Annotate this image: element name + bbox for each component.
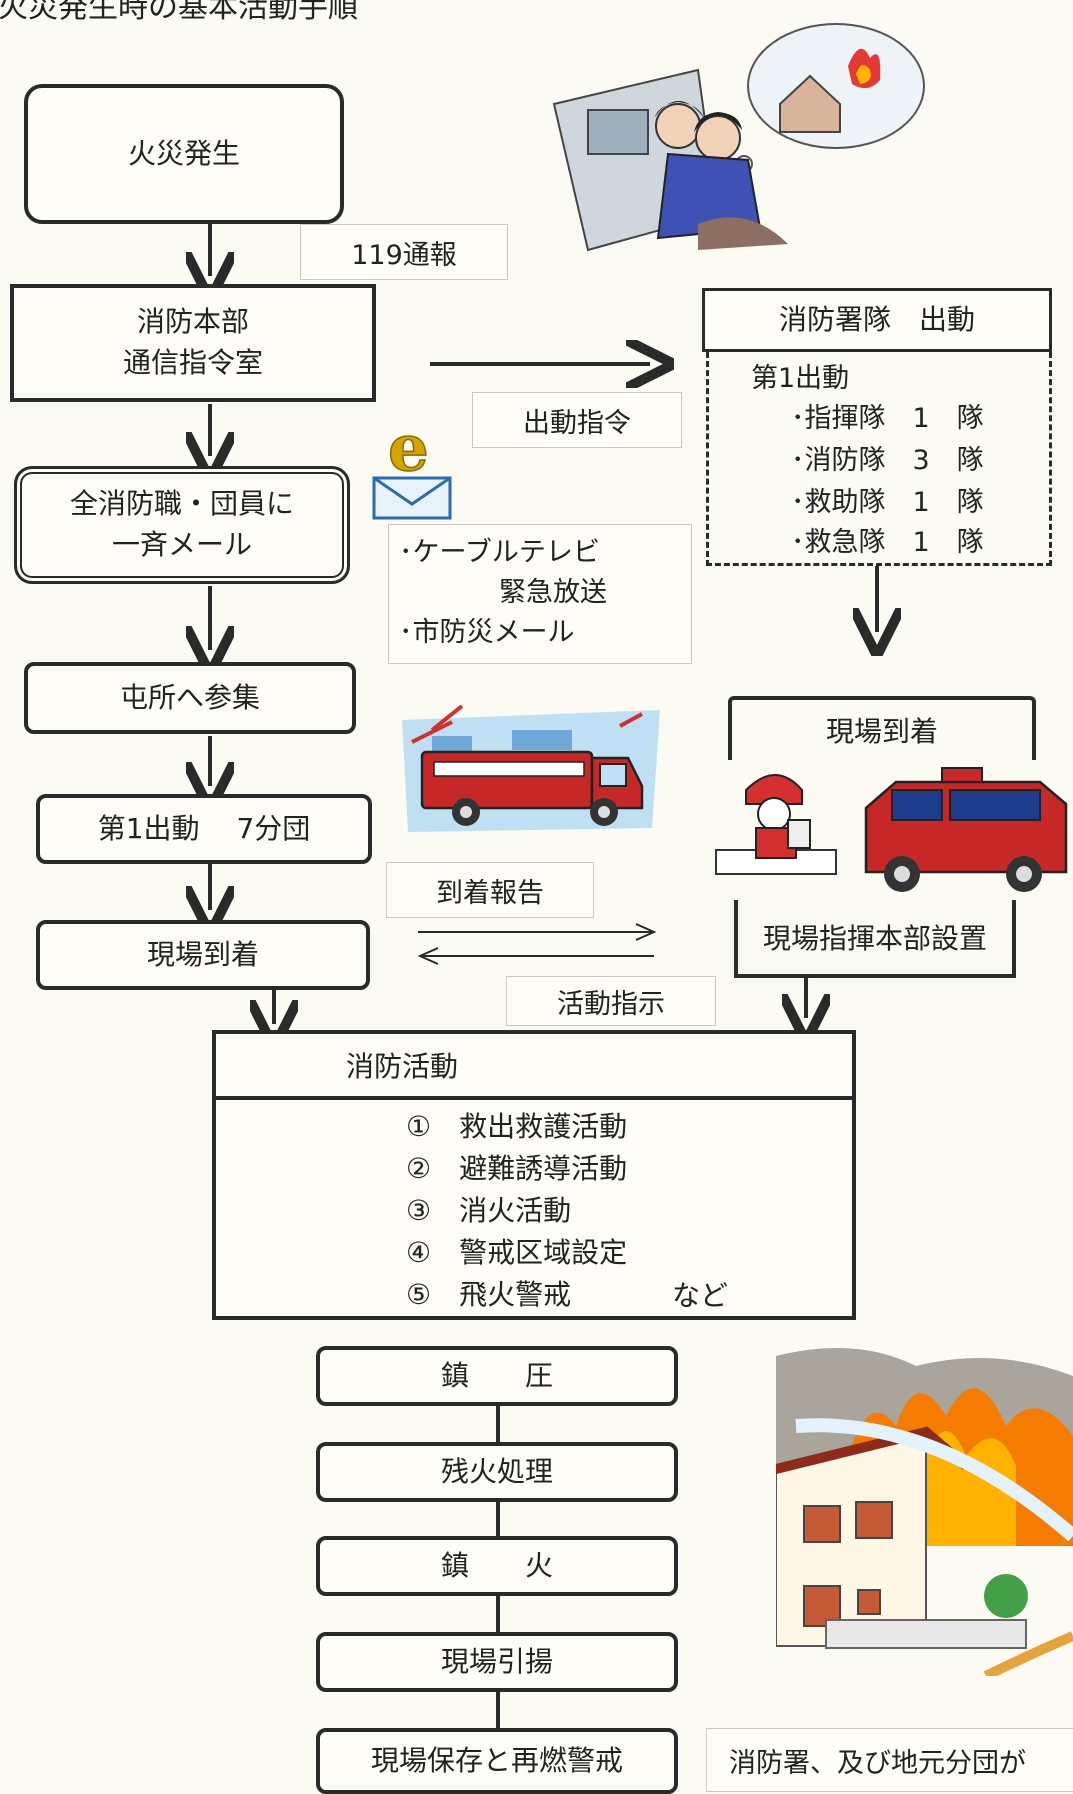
left-arrival-label: 現場到着 bbox=[146, 937, 259, 971]
fire-outbreak-box: 火災発生 bbox=[24, 84, 344, 224]
left-arrival-box: 現場到着 bbox=[36, 920, 370, 990]
unit-engine: ･消防隊 3 隊 bbox=[791, 445, 984, 476]
fire-activities-header: 消防活動 bbox=[216, 1034, 852, 1100]
call-119-label: 119通報 bbox=[351, 239, 457, 271]
activity-item-4: ④ 警戒区域設定 bbox=[406, 1236, 628, 1269]
first-dispatch-branch-box: 第1出動 7分団 bbox=[36, 794, 372, 864]
residual-fire-box: 残火処理 bbox=[316, 1442, 678, 1502]
unit-ambulance: ･救急隊 1 隊 bbox=[791, 527, 984, 558]
mass-mail-box: 全消防職・団員に 一斉メール bbox=[14, 466, 350, 584]
extinguished-box: 鎮 火 bbox=[316, 1536, 678, 1596]
activity-item-1: ① 救出救護活動 bbox=[406, 1110, 628, 1143]
hq-label-line2: 通信指令室 bbox=[122, 346, 263, 379]
activity-instruction-tag: 活動指示 bbox=[506, 976, 716, 1026]
mass-mail-line2: 一斉メール bbox=[111, 528, 252, 561]
extinguished-label: 鎮 火 bbox=[440, 1548, 553, 1582]
activity-item-5: ⑤ 飛火警戒 bbox=[406, 1278, 572, 1311]
activity-etc: など bbox=[672, 1279, 729, 1312]
muster-label: 屯所へ参集 bbox=[119, 680, 260, 714]
suppression-box: 鎮 圧 bbox=[316, 1346, 678, 1406]
dispatch-order-label: 出動指令 bbox=[523, 407, 631, 439]
command-post-label: 現場指揮本部設置 bbox=[762, 922, 987, 955]
page-title: 火災発生時の基本活動手順 bbox=[0, 0, 358, 25]
command-vehicle-illustration bbox=[706, 760, 1073, 900]
command-post-box: 現場指揮本部設置 bbox=[734, 900, 1016, 978]
arrival-report-tag: 到着報告 bbox=[386, 862, 594, 918]
hq-label-line1: 消防本部 bbox=[136, 305, 249, 339]
broadcast-line3: ･市防災メール bbox=[399, 617, 575, 648]
call-119-tag: 119通報 bbox=[300, 224, 508, 280]
fire-activities-box: 消防活動 ① 救出救護活動 ② 避難誘導活動 ③ 消火活動 ④ 警戒区域設定 ⑤… bbox=[212, 1030, 856, 1320]
bottom-note: 消防署、及び地元分団が bbox=[706, 1728, 1073, 1792]
suppression-label: 鎮 圧 bbox=[440, 1358, 553, 1392]
right-arrival-bracket: 現場到着 bbox=[728, 696, 1036, 760]
email-icon: e bbox=[370, 410, 454, 522]
withdrawal-label: 現場引揚 bbox=[440, 1644, 553, 1678]
house-fire-illustration bbox=[770, 1346, 1073, 1681]
first-dispatch-label: 第1出動 bbox=[751, 363, 850, 394]
muster-box: 屯所へ参集 bbox=[24, 662, 356, 734]
fire-outbreak-label: 火災発生 bbox=[127, 136, 240, 170]
scene-preservation-box: 現場保存と再燃警戒 bbox=[316, 1728, 678, 1794]
scene-preservation-label: 現場保存と再燃警戒 bbox=[370, 1743, 623, 1777]
activity-list: ① 救出救護活動 ② 避難誘導活動 ③ 消火活動 ④ 警戒区域設定 ⑤ 飛火警戒 bbox=[406, 1106, 627, 1316]
broadcast-line2: 緊急放送 bbox=[499, 577, 607, 608]
hq-dispatch-room-box: 消防本部 通信指令室 bbox=[10, 284, 376, 402]
dispatcher-illustration bbox=[548, 14, 928, 254]
fire-truck-illustration bbox=[392, 700, 670, 840]
bottom-note-label: 消防署、及び地元分団が bbox=[729, 1747, 1026, 1779]
broadcast-tag: ･ケーブルテレビ 緊急放送 ･市防災メール bbox=[388, 524, 692, 664]
first-dispatch-branch-label: 第1出動 7分団 bbox=[97, 811, 311, 845]
svg-text:e: e bbox=[388, 414, 429, 486]
arrival-report-label: 到着報告 bbox=[436, 877, 544, 909]
station-dispatch-label: 消防署隊 出動 bbox=[778, 302, 975, 336]
unit-command: ･指揮隊 1 隊 bbox=[791, 403, 984, 434]
mass-mail-line1: 全消防職・団員に bbox=[69, 487, 294, 521]
residual-fire-label: 残火処理 bbox=[440, 1454, 553, 1488]
activity-item-3: ③ 消火活動 bbox=[406, 1194, 572, 1227]
station-dispatch-box: 消防署隊 出動 bbox=[702, 288, 1052, 352]
right-arrival-label: 現場到着 bbox=[825, 715, 938, 748]
dispatch-order-tag: 出動指令 bbox=[472, 392, 682, 448]
broadcast-line1: ･ケーブルテレビ bbox=[399, 537, 600, 568]
unit-rescue: ･救助隊 1 隊 bbox=[791, 487, 984, 518]
activity-instruction-label: 活動指示 bbox=[557, 988, 665, 1020]
activity-item-2: ② 避難誘導活動 bbox=[406, 1152, 628, 1185]
unit-list-box: 第1出動 ･指揮隊 1 隊 ･消防隊 3 隊 ･救助隊 1 隊 ･救急隊 1 隊 bbox=[706, 352, 1052, 566]
withdrawal-box: 現場引揚 bbox=[316, 1632, 678, 1692]
